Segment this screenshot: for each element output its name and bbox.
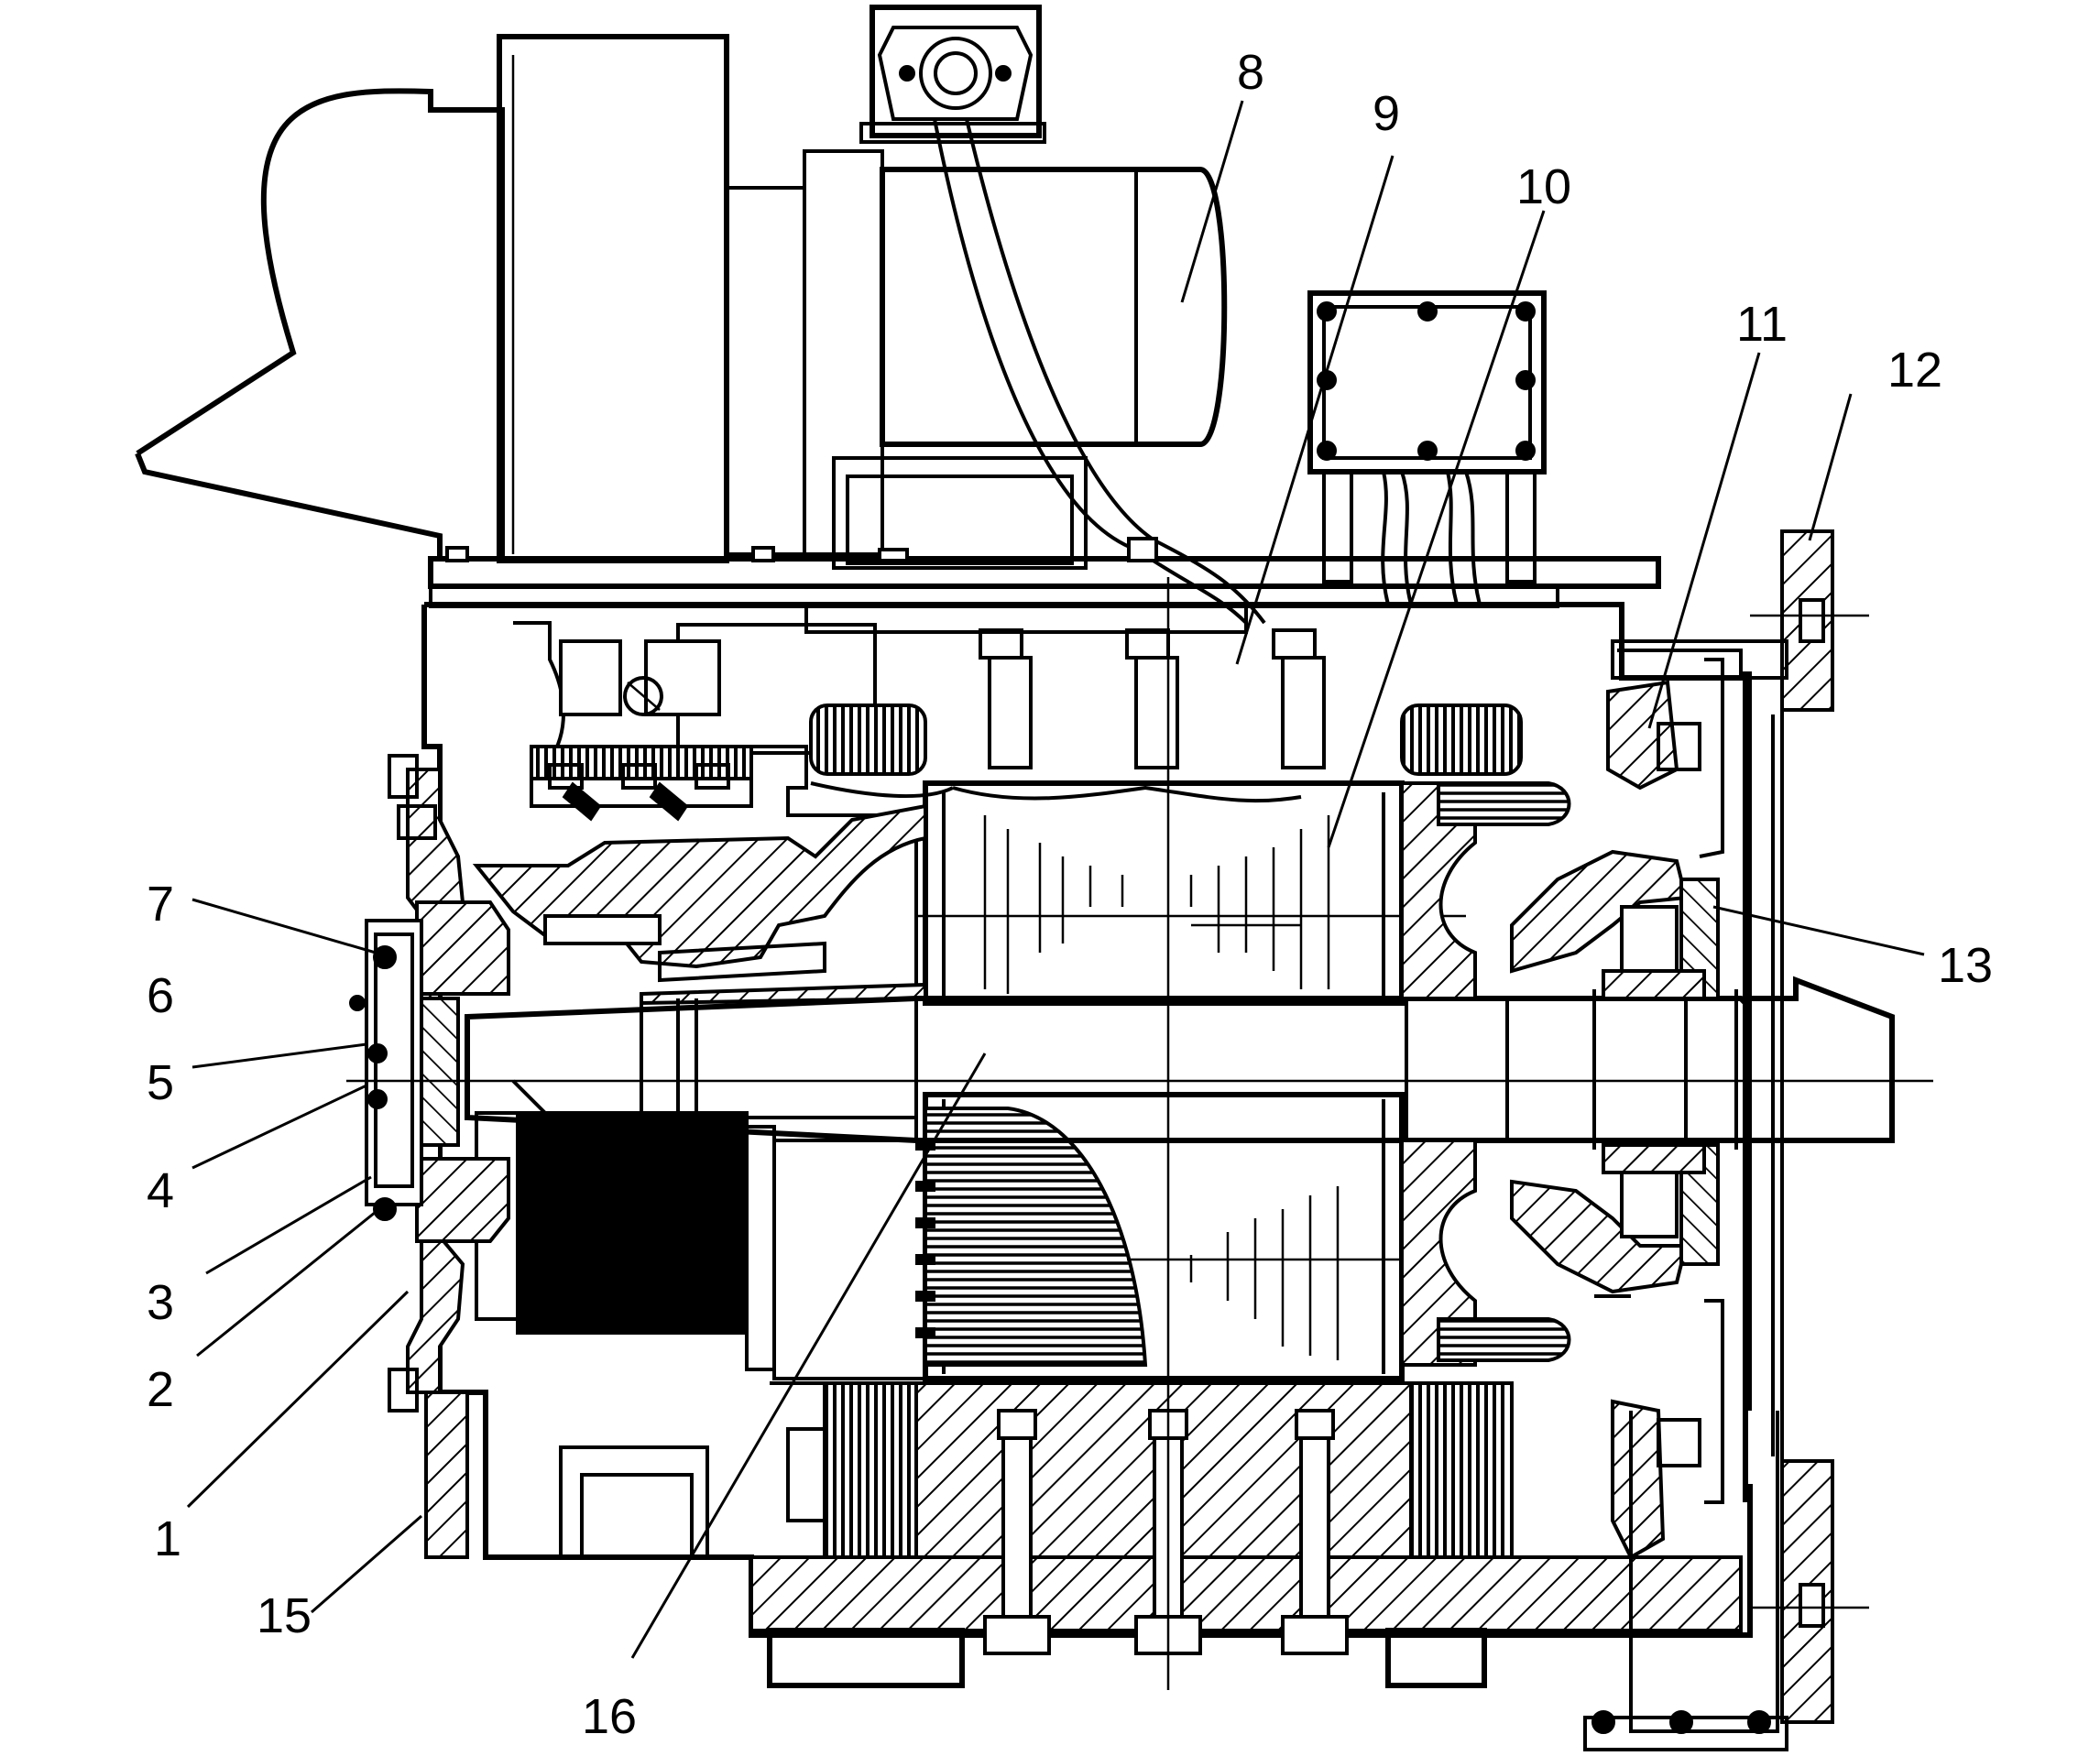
- label-2: 2: [147, 1362, 174, 1417]
- stator-core-lower: [749, 1381, 1743, 1655]
- label-6: 6: [147, 968, 174, 1023]
- commutator: [475, 1111, 927, 1380]
- rotor-core-lower: [915, 1107, 1402, 1367]
- commutator-hub: [472, 803, 927, 1006]
- mounting-feet: [559, 1445, 1487, 1688]
- label-1: 1: [154, 1511, 181, 1566]
- drive-end-bearing: [1400, 781, 1720, 1367]
- label-11: 11: [1736, 297, 1788, 352]
- label-12: 12: [1887, 343, 1942, 398]
- blower-housing: [135, 34, 884, 563]
- label-7: 7: [147, 877, 174, 932]
- label-9: 9: [1373, 86, 1400, 141]
- right-flange: [1611, 529, 1834, 1724]
- brush-gear: [530, 745, 753, 822]
- label-5: 5: [147, 1055, 174, 1110]
- label-10: 10: [1516, 159, 1571, 214]
- label-3: 3: [147, 1275, 174, 1330]
- label-8: 8: [1237, 45, 1264, 100]
- label-16: 16: [582, 1689, 637, 1744]
- right-bearing-cap: [1583, 658, 1788, 1751]
- cable-gland: [859, 5, 1046, 144]
- leader-lines: [186, 100, 1925, 1659]
- stator-winding-upper: [809, 628, 1523, 776]
- label-15: 15: [257, 1588, 312, 1643]
- label-13: 13: [1938, 938, 1993, 993]
- blower-motor: [832, 118, 1266, 625]
- callout-labels: 1 2 3 4 5 6 7 8 9 10 11 12 13 15 16: [147, 45, 1993, 1744]
- label-4: 4: [147, 1163, 174, 1218]
- left-bolts: [388, 754, 437, 1412]
- center-lines: [346, 577, 1933, 1690]
